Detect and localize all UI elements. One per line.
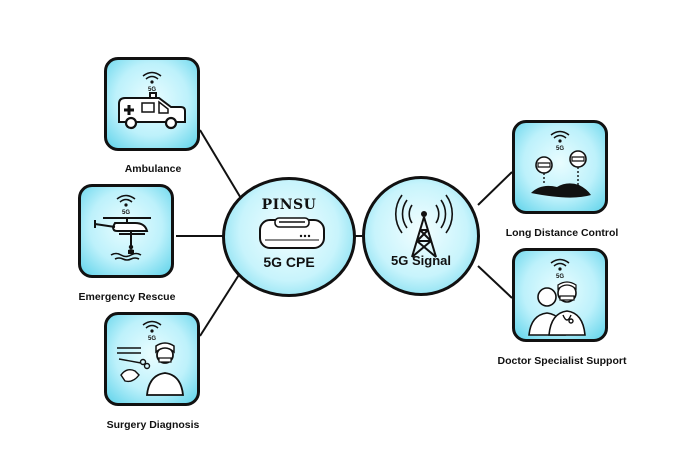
card-ambulance: 5G — [104, 57, 200, 151]
router-device-icon — [259, 217, 325, 249]
label-ambulance: Ambulance — [124, 163, 182, 175]
helicopter-rescue-icon: 5G — [94, 194, 151, 261]
label-doctor-specialist-support: Doctor Specialist Support — [497, 355, 627, 367]
hub-cpe-label: 5G CPE — [263, 254, 315, 270]
hub-5g-signal: 5G Signal — [362, 176, 480, 296]
remote-doctors-globe-icon: 5G — [531, 130, 591, 198]
link-ambulance — [199, 129, 243, 201]
link-long-distance — [477, 171, 513, 206]
signal-tower-icon — [395, 194, 453, 258]
brand-name: PINSU — [261, 197, 317, 213]
svg-text:5G: 5G — [148, 336, 156, 342]
link-doctor-support — [477, 265, 513, 299]
label-long-distance-control: Long Distance Control — [505, 227, 619, 239]
svg-text:5G: 5G — [556, 146, 564, 152]
svg-text:5G: 5G — [148, 87, 156, 93]
label-surgery-diagnosis: Surgery Diagnosis — [106, 419, 200, 431]
ambulance-icon: 5G — [118, 71, 186, 130]
hub-5g-cpe: PINSU 5G CPE — [222, 177, 356, 297]
card-doctor-specialist-support: 5G — [512, 248, 608, 342]
label-emergency-rescue: Emergency Rescue — [78, 291, 176, 303]
doctors-team-icon: 5G — [528, 258, 586, 336]
svg-text:5G: 5G — [122, 210, 130, 216]
card-long-distance-control: 5G — [512, 120, 608, 214]
link-surgery-diagnosis — [199, 269, 243, 337]
hub-signal-label: 5G Signal — [391, 253, 451, 268]
card-emergency-rescue: 5G — [78, 184, 174, 278]
svg-text:5G: 5G — [556, 274, 564, 280]
surgeon-instruments-icon: 5G — [117, 320, 184, 396]
card-surgery-diagnosis: 5G — [104, 312, 200, 406]
